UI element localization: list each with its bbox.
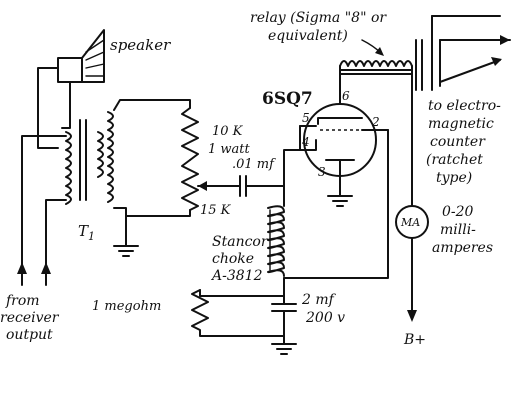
ground-symbol-bottom (271, 343, 297, 355)
resistor-10k (181, 107, 199, 161)
cap2v-label: 200 v (305, 310, 345, 326)
potentiometer-15k (125, 159, 227, 217)
megohm-label: 1 megohm (92, 299, 161, 314)
t1-label: T (78, 222, 89, 240)
tube-label: 6SQ7 (262, 89, 313, 109)
r10k-label: 10 K (212, 124, 244, 139)
milli-label-1: 0-20 (442, 204, 474, 220)
primary-top-wire (113, 99, 191, 111)
tube-6sq7 (299, 89, 389, 181)
speaker-label: speaker (110, 36, 171, 54)
from-label-2: receiver (0, 310, 60, 326)
counter-label-3: counter (430, 134, 486, 150)
from-label-1: from (5, 293, 40, 309)
choke-label-2: choke (212, 251, 254, 267)
relay-label-2: equivalent) (268, 28, 348, 44)
primary-bottom-wire (113, 207, 127, 247)
milli-label-2: milli- (440, 222, 476, 238)
relay-armature (415, 15, 511, 91)
from-label-3: output (6, 327, 53, 343)
input-lead-right (45, 199, 67, 286)
counter-label-5: type) (436, 170, 472, 186)
cathode-return-wire (283, 159, 389, 279)
pin4-label: 4 (301, 135, 310, 149)
t1-subscript: 1 (88, 230, 95, 243)
ground-symbol-left (113, 245, 139, 257)
bplus-label: B+ (403, 332, 426, 348)
choke-label-3: A-3812 (210, 268, 263, 284)
ground-symbol-tube (327, 179, 353, 207)
resistor-1-megohm (191, 289, 285, 337)
capacitor-2mf (271, 295, 297, 345)
input-arrow-left (17, 262, 27, 274)
counter-label-2: magnetic (428, 116, 494, 132)
relay-callout-arrow (375, 47, 384, 56)
transformer-t1 (65, 111, 114, 205)
pin3-label: 3 (318, 165, 326, 179)
milli-label-3: amperes (432, 240, 493, 256)
input-lead-left (21, 135, 67, 286)
cap01-label: .01 mf (232, 157, 276, 172)
pin6-label: 6 (342, 89, 350, 103)
grid-node-wire (283, 149, 301, 187)
bias-node-wire (199, 277, 285, 297)
choke-label-1: Stancor (212, 234, 269, 250)
stancor-choke (267, 205, 285, 277)
capacitor-01mf (225, 175, 285, 197)
input-arrow-right (41, 262, 51, 274)
pin2-label: 2 (371, 115, 380, 129)
cap2-label: 2 mf (301, 292, 337, 308)
speaker-lead-right (61, 81, 71, 129)
relay-label-1: relay (Sigma "8" or (250, 10, 387, 26)
counter-label-1: to electro- (428, 98, 501, 114)
speaker-lead-left (37, 67, 59, 149)
pin5-label: 5 (302, 111, 310, 125)
relay-coil (339, 60, 413, 91)
bplus-arrow (407, 310, 417, 322)
speaker (57, 29, 105, 83)
watt-label: 1 watt (208, 142, 251, 157)
counter-label-4: (ratchet (426, 152, 483, 168)
r15k-label: 15 K (200, 203, 232, 218)
ma-label: MA (400, 216, 420, 229)
